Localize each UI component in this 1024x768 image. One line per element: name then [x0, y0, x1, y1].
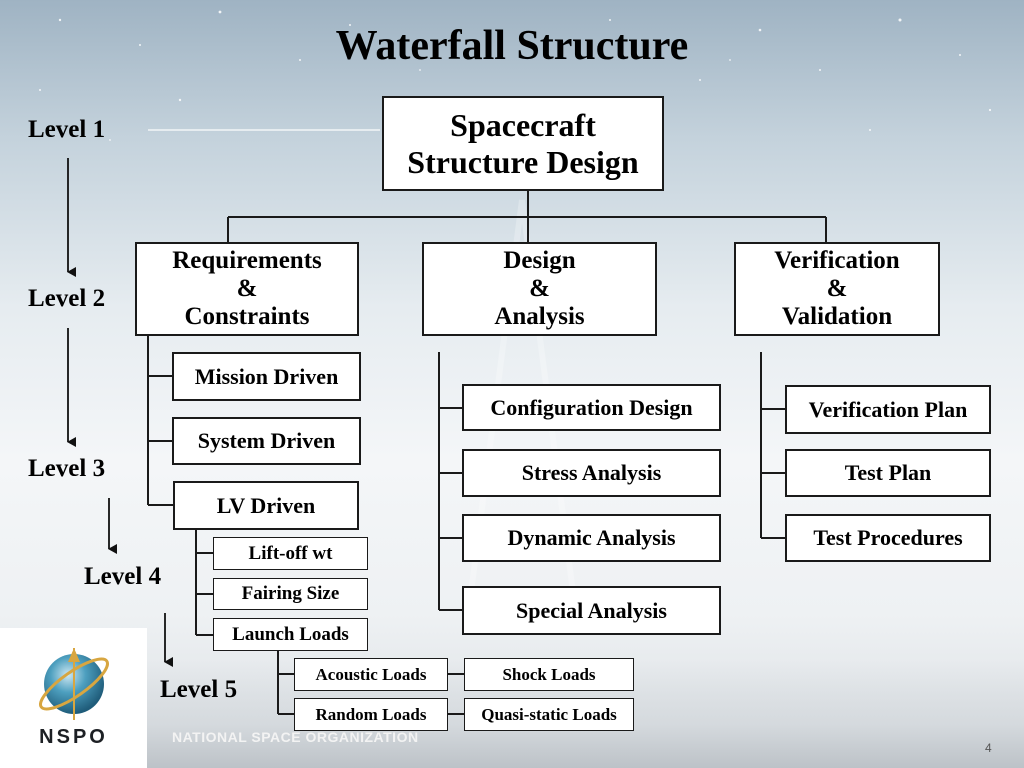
node-label-line: Spacecraft [450, 106, 596, 143]
level-1-label: Level 1 [28, 116, 106, 143]
level-3-label: Level 3 [28, 455, 106, 482]
node-verification-plan: Verification Plan [785, 385, 991, 434]
node-label-line: Verification [774, 247, 900, 274]
node-fairing-size: Fairing Size [213, 578, 368, 610]
node-lv-driven: LV Driven [173, 481, 359, 530]
page-number: 4 [985, 741, 992, 755]
node-label-line: Design [503, 247, 576, 274]
node-lift-off-wt: Lift-off wt [213, 537, 368, 570]
node-label-line: Analysis [494, 303, 585, 330]
node-test-plan: Test Plan [785, 449, 991, 497]
node-configuration-design: Configuration Design [462, 384, 721, 431]
node-verification-validation: Verification & Validation [734, 242, 940, 336]
node-mission-driven: Mission Driven [172, 352, 361, 401]
level-2-label: Level 2 [28, 285, 106, 312]
node-system-driven: System Driven [172, 417, 361, 465]
nspo-emblem-icon [39, 648, 109, 720]
organization-name: NATIONAL SPACE ORGANIZATION [172, 729, 419, 745]
node-label-line: Constraints [184, 303, 310, 330]
node-acoustic-loads: Acoustic Loads [294, 658, 448, 691]
logo-panel [0, 628, 147, 768]
slide-title: Waterfall Structure [335, 23, 689, 69]
level-4-label: Level 4 [84, 563, 162, 590]
node-special-analysis: Special Analysis [462, 586, 721, 635]
node-shock-loads: Shock Loads [464, 658, 634, 691]
node-label-line: & [236, 275, 258, 302]
logo-text: NSPO [39, 726, 108, 748]
node-random-loads: Random Loads [294, 698, 448, 731]
node-dynamic-analysis: Dynamic Analysis [462, 514, 721, 562]
node-stress-analysis: Stress Analysis [462, 449, 721, 497]
node-requirements-constraints: Requirements & Constraints [135, 242, 359, 336]
node-label-line: Structure Design [407, 143, 639, 180]
node-test-procedures: Test Procedures [785, 514, 991, 562]
node-spacecraft-structure-design: Spacecraft Structure Design [382, 96, 664, 191]
node-label-line: & [826, 275, 848, 302]
node-launch-loads: Launch Loads [213, 618, 368, 651]
node-label-line: & [529, 275, 550, 302]
node-label-line: Requirements [172, 247, 322, 274]
node-label-line: Validation [781, 303, 893, 330]
node-design-analysis: Design & Analysis [422, 242, 657, 336]
node-quasi-static-loads: Quasi-static Loads [464, 698, 634, 731]
level-5-label: Level 5 [160, 676, 238, 703]
